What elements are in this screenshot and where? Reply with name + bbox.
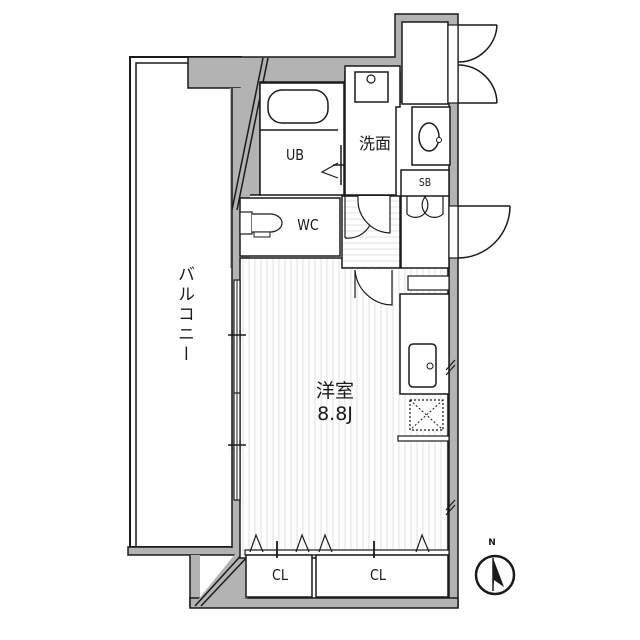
unit-bath [259,82,350,196]
sink-icon [418,122,440,152]
kitchen-sink-icon [408,343,437,388]
room-label-balcony: バルコニー [174,265,194,365]
toilet-room [239,197,341,257]
toilet-bowl-icon [252,213,283,233]
room-label-washroom: 洗面 [358,134,391,153]
meter-box [401,21,498,105]
shoe-box [400,169,450,269]
entrance [341,195,401,306]
closets [244,533,450,598]
room-name: 洋室 [315,380,354,402]
balcony [127,56,248,608]
room-label-unit-bath: UB [285,146,305,164]
room-label-shoe-box: SB [418,176,432,189]
room-size: 8.8J [317,402,353,425]
room-label-closet-left: CL [271,566,289,584]
washroom [344,65,451,196]
compass-icon [474,554,516,596]
front-door [448,205,511,259]
toilet-tank-icon [239,211,253,235]
bathtub-icon [267,89,329,124]
balcony-window [228,279,246,501]
room-label-western: 洋室 8.8J [300,380,370,426]
room-label-closet-right: CL [369,566,387,584]
compass-north-label: N [488,538,496,548]
room-label-toilet: WC [297,216,319,234]
kitchen [397,275,456,516]
